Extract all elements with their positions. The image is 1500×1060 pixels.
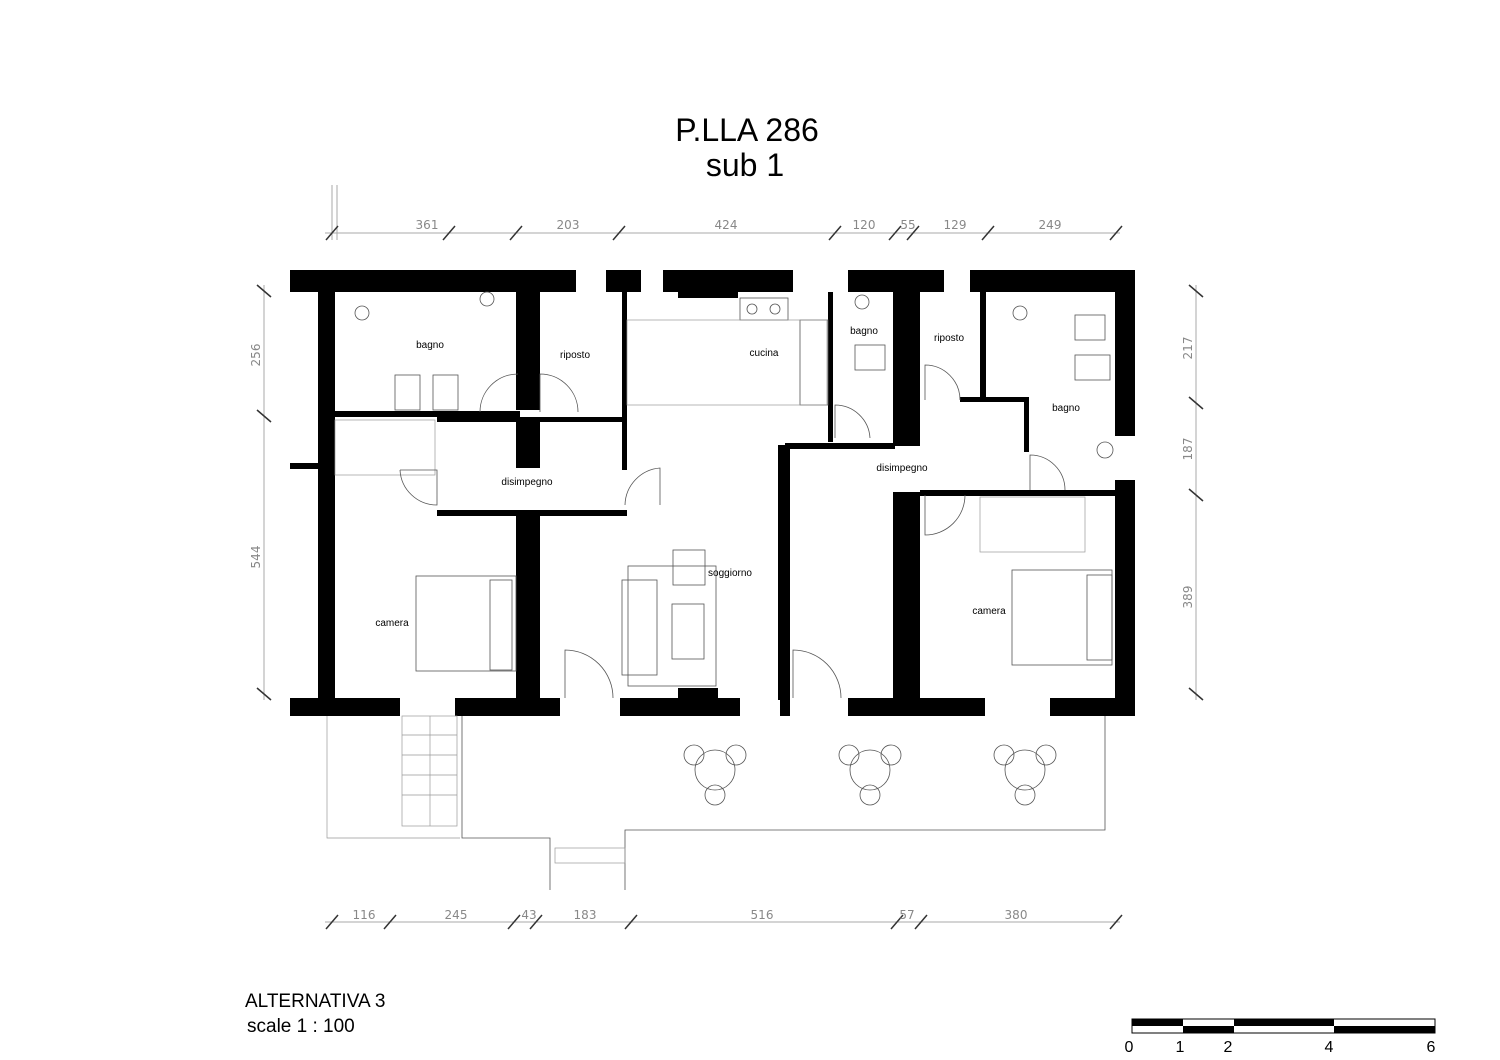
stairs (401, 715, 458, 827)
room-label-riposto: riposto (560, 350, 590, 361)
dim-top-7: 249 (1039, 218, 1062, 232)
scale-bar: 0 1 2 4 6 (1125, 1018, 1436, 1056)
room-label-bagno-2: bagno (850, 326, 878, 337)
dim-bottom-5: 516 (751, 908, 774, 922)
room-label-riposto-2: riposto (934, 333, 964, 344)
dim-bottom-6: 57 (899, 908, 914, 922)
dim-left-2: 544 (249, 546, 263, 569)
dim-bottom-2: 245 (445, 908, 468, 922)
title-line-2: sub 1 (706, 147, 784, 183)
room-label-soggiorno: soggiorno (708, 568, 752, 579)
dim-top-3: 424 (715, 218, 738, 232)
dim-right-3: 389 (1181, 586, 1195, 609)
dim-right-1: 217 (1181, 337, 1195, 360)
terrace (326, 715, 1106, 890)
dim-left-1: 256 (249, 344, 263, 367)
scale-label: scale 1 : 100 (247, 1016, 355, 1037)
walls (290, 270, 1135, 716)
table-set-1 (683, 744, 747, 806)
right-dimension-chain: 217 187 389 (1181, 284, 1204, 701)
dim-top-4: 120 (853, 218, 876, 232)
title-line-1: P.LLA 286 (675, 112, 819, 148)
scale-tick-2: 2 (1224, 1039, 1233, 1056)
dim-bottom-7: 380 (1005, 908, 1028, 922)
room-label-bagno: bagno (416, 340, 444, 351)
top-dimension-chain: 361 203 424 120 55 129 249 (325, 185, 1123, 241)
alternative-label: ALTERNATIVA 3 (245, 991, 385, 1012)
room-label-camera-2: camera (972, 606, 1006, 617)
scale-tick-6: 6 (1427, 1039, 1436, 1056)
dim-top-5: 55 (900, 218, 915, 232)
furniture (334, 291, 1114, 699)
room-label-disimpegno: disimpegno (501, 477, 553, 488)
table-set-3 (993, 744, 1057, 806)
bottom-dimension-chain: 116 245 43 183 516 57 380 (325, 908, 1123, 930)
scale-tick-1: 1 (1176, 1039, 1185, 1056)
dim-top-1: 361 (416, 218, 439, 232)
scale-tick-4: 4 (1325, 1039, 1334, 1056)
scale-tick-0: 0 (1125, 1039, 1134, 1056)
dim-bottom-3: 43 (521, 908, 536, 922)
table-set-2 (838, 744, 902, 806)
room-label-bagno-3: bagno (1052, 403, 1080, 414)
dim-right-2: 187 (1181, 438, 1195, 461)
dim-bottom-4: 183 (574, 908, 597, 922)
left-dimension-chain: 256 544 (249, 284, 272, 701)
dim-top-2: 203 (557, 218, 580, 232)
room-label-disimpegno-2: disimpegno (876, 463, 928, 474)
room-label-camera: camera (375, 618, 409, 629)
dim-top-6: 129 (944, 218, 967, 232)
dim-bottom-1: 116 (353, 908, 376, 922)
room-label-cucina: cucina (750, 348, 779, 359)
